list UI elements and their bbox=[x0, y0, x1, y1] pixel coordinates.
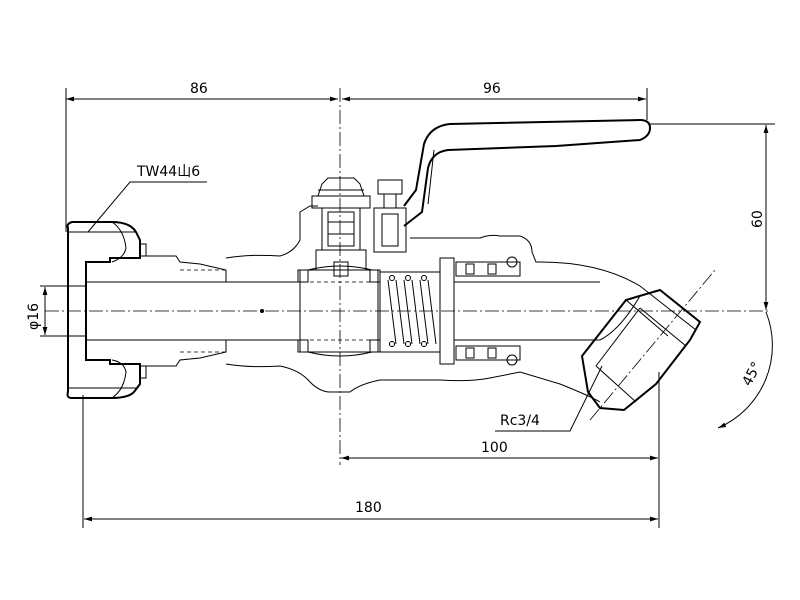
thread-callout-rc34: Rc3/4 bbox=[500, 413, 540, 429]
valve-body bbox=[66, 118, 702, 412]
dimension-phi16: φ16 bbox=[26, 303, 42, 330]
dimension-100: 100 bbox=[481, 440, 508, 456]
thread-callout-tw44: TW44山6 bbox=[136, 164, 200, 180]
dimension-60: 60 bbox=[750, 210, 766, 228]
dimension-lines bbox=[42, 96, 773, 522]
dimension-180: 180 bbox=[355, 500, 382, 516]
dimension-45-degrees: 45° bbox=[739, 359, 765, 388]
extension-lines bbox=[40, 88, 775, 528]
dimension-96: 96 bbox=[483, 81, 501, 97]
dimension-86: 86 bbox=[190, 81, 208, 97]
callout-leaders bbox=[87, 181, 603, 432]
center-lines bbox=[45, 88, 770, 465]
